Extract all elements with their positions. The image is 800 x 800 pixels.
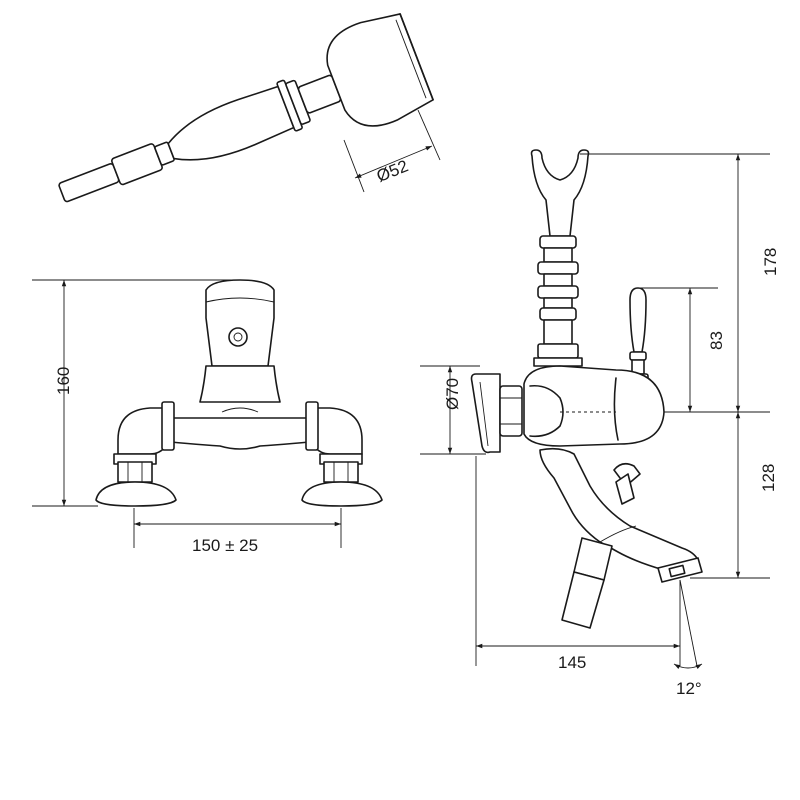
spout-drop-label: 128 (759, 464, 778, 492)
riser-height-label: 178 (761, 248, 780, 276)
spout-angle-label: 12° (676, 679, 702, 698)
wall-mixer-side-view: 178 83 128 Ø70 145 12° (420, 149, 780, 698)
handle-height-label: 83 (707, 331, 726, 350)
wall-flange-diameter-label: Ø70 (443, 378, 462, 410)
spout-projection-label: 145 (558, 653, 586, 672)
centres-label: 150 ± 25 (192, 536, 258, 555)
deck-faucet-front-view: 160 150 ± 25 (32, 279, 383, 555)
hand-shower-view: Ø52 (58, 13, 441, 203)
body-height-label: 160 (54, 367, 73, 395)
handshower-diameter-label: Ø52 (374, 156, 411, 186)
